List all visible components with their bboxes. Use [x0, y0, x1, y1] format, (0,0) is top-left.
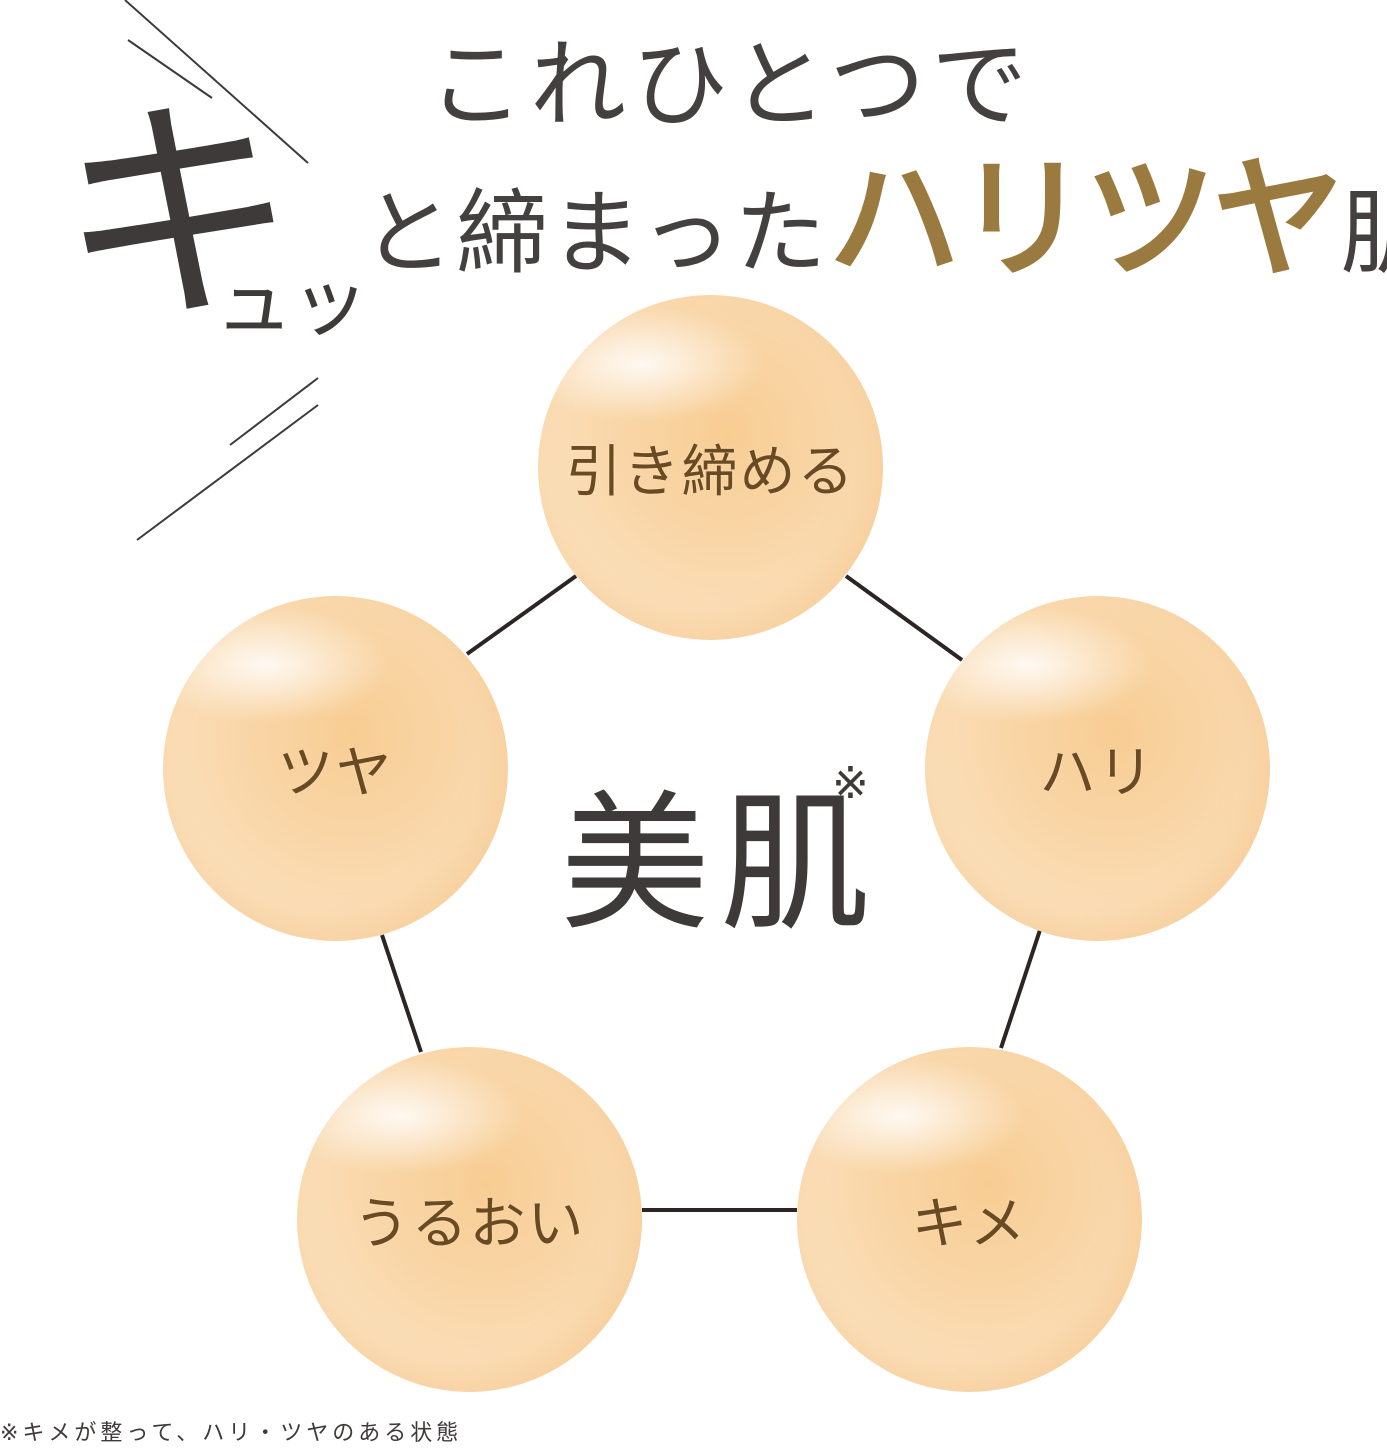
kyu-big-char: キ — [58, 75, 299, 355]
connector-top-left — [465, 574, 578, 656]
connector-right-bottom — [999, 929, 1042, 1049]
slash-line-bottom-1 — [229, 377, 319, 446]
orb-label-hikishimeru: 引き締める — [565, 440, 856, 505]
center-reference-mark: ※ — [832, 758, 869, 809]
connector-top-right — [844, 574, 964, 662]
kyu-small-chars: ュッ — [215, 258, 369, 348]
headline-line-1: これひとつで — [428, 29, 1034, 141]
orb-label-kime: キメ — [911, 1192, 1028, 1257]
orb-uruoi: うるおい — [297, 1047, 642, 1392]
center-word-bihada: 美肌 — [560, 778, 881, 952]
headline-plain-text: と締まった — [362, 180, 829, 287]
orb-label-tsuya: ツヤ — [277, 741, 394, 806]
orb-label-uruoi: うるおい — [353, 1192, 586, 1257]
orb-hikishimeru: 引き締める — [538, 295, 883, 640]
orb-hari: ハリ — [925, 596, 1270, 941]
orb-kime: キメ — [797, 1047, 1142, 1392]
orb-label-hari: ハリ — [1039, 741, 1156, 806]
connector-left-bottom — [380, 934, 423, 1053]
headline-gold-text: ハリツヤ — [828, 142, 1344, 297]
footnote: ※キメが整って、ハリ・ツヤのある状態 — [0, 1421, 463, 1446]
headline-skin-text: 肌 — [1340, 180, 1387, 287]
slash-line-bottom-2 — [136, 404, 319, 541]
headline-line-2: と締まったハリツヤ肌 — [362, 154, 1387, 325]
orb-tsuya: ツヤ — [163, 596, 508, 941]
